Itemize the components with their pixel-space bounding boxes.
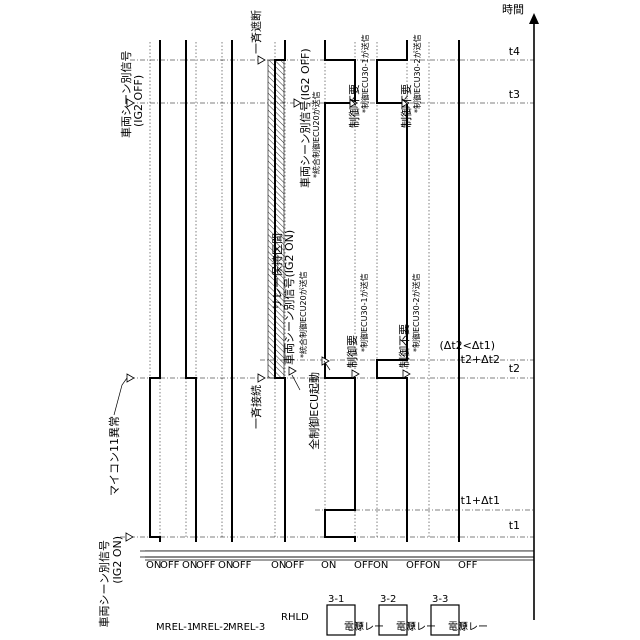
marker-ig2-on-mid [289,367,296,375]
signal-mrel-3-name: MREL-3 [228,622,265,633]
relay-3-3-off: OFF [458,560,478,571]
signal-mrel-2-name: MREL-2 [192,622,229,633]
ann-scene-ig2-off-2: (IG2 OFF) [132,75,145,127]
relay-3-2-off: OFF [406,560,426,571]
relay-3-3-line2: リレー [458,622,488,633]
ann-mcu-fault: マイコン11異常 [108,416,121,496]
ann-all-ecu-start: 全制御ECU起動 [307,372,321,450]
signal-rhld-name: RHLD [281,612,309,623]
marker-mcu-fault [127,374,134,382]
marker-ig2-on [126,533,133,541]
ann-scene-ig2-off-mid-2: *統合制御ECU20が送信 [311,91,321,178]
marker-control-needed [352,370,359,378]
relay-3-2-on: ON [373,560,388,571]
ann-scene-ig2-off-mid-1: 車両シーン別信号(IG2 OFF) [298,48,312,188]
marker-connect [258,374,265,382]
signal-mrel-3-off: OFF [232,560,252,571]
wave-mrel-2 [186,40,196,542]
time-axis-arrow [529,13,539,24]
ann-control-unneeded-c1: 制御不要 [399,84,413,128]
signal-mrel-2-off: OFF [196,560,216,571]
relay-3-3-id: 3-3 [432,594,448,605]
ann-control-needed-2: *制御ECU30-1が送信 [359,273,369,352]
ann-control-unneeded-c2: *制御ECU30-2が送信 [412,34,422,113]
marker-unneeded-a [403,370,410,378]
relay-3-2-id: 3-2 [380,594,396,605]
tick-t4: t4 [509,45,520,58]
tick-t2-dt2: t2+Δt2 [461,353,500,366]
relay-3-1-id: 3-1 [328,594,344,605]
ann-relay-hold: リレー保持区間 [270,233,284,310]
ann-control-unneeded-b1: 制御不要 [347,84,361,128]
ann-control-needed-1: 制御要 [345,335,359,368]
ann-scene-ig2-on-2: (IG2 ON) [111,536,124,584]
ann-scene-ig2-on-mid-2: *統合制御ECU20が送信 [298,271,308,358]
ann-scene-ig2-off-1: 車両シーン別信号 [119,51,133,138]
ann-control-unneeded-a1: 制御不要 [397,324,411,368]
tick-t3: t3 [509,88,520,101]
relay-hold-section [268,60,284,378]
tick-t1-dt1: t1+Δt1 [461,494,500,507]
tick-t1: t1 [509,519,520,532]
signal-mrel-1-name: MREL-1 [156,622,193,633]
marker-cut [258,56,265,64]
ann-scene-ig2-on-mid-1: 車両シーン別信号(IG2 ON) [282,230,296,365]
relay-3-1-on: ON [321,560,336,571]
signal-mrel-1-off: OFF [160,560,180,571]
tick-t2: t2 [509,362,520,375]
ann-scene-ig2-on-1: 車両シーン別信号 [97,540,111,627]
ann-batch-connect: 一斉接続 [249,385,263,429]
relay-3-1-off: OFF [354,560,374,571]
ann-control-unneeded-a2: *制御ECU30-2が送信 [411,273,421,352]
wave-mrel-1 [150,40,160,542]
signal-rhld-off: OFF [285,560,305,571]
axis-title: 時間 [502,3,524,16]
relay-3-3-on: ON [425,560,440,571]
ann-control-unneeded-b2: *制御ECU30-1が送信 [360,34,370,113]
ann-batch-cut: 一斉遮断 [249,10,263,54]
tick-dt2-lt-dt1: (Δt2<Δt1) [440,339,495,352]
